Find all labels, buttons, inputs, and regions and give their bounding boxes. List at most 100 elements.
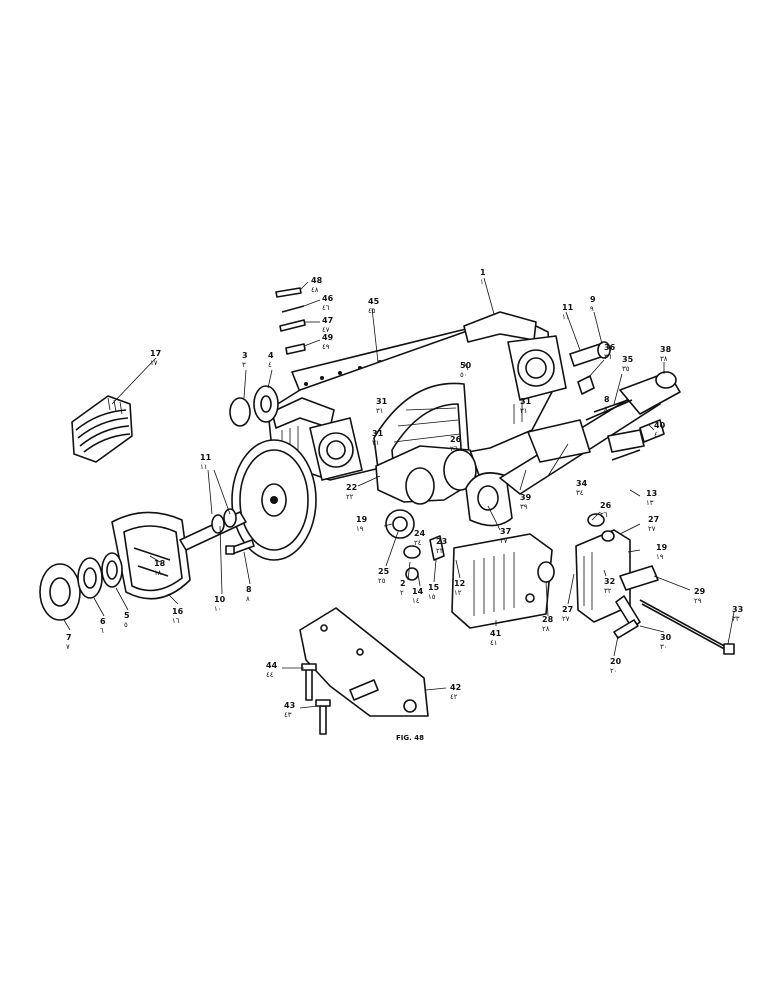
svg-text:١٨: ١٨ xyxy=(154,569,162,577)
svg-text:36: 36 xyxy=(604,343,616,352)
svg-text:25: 25 xyxy=(378,567,390,576)
callout-1: 1١ xyxy=(480,268,486,286)
svg-text:٣٢: ٣٢ xyxy=(604,587,612,595)
svg-text:40: 40 xyxy=(654,421,666,430)
part-crank-arm xyxy=(465,472,513,527)
svg-text:49: 49 xyxy=(322,333,334,342)
svg-text:١١: ١١ xyxy=(200,463,208,471)
svg-text:5: 5 xyxy=(124,611,130,620)
part-base-plate xyxy=(299,607,429,735)
svg-text:٤٣: ٤٣ xyxy=(284,711,292,719)
svg-text:11: 11 xyxy=(200,453,212,462)
part-front-pulley xyxy=(39,552,123,621)
svg-text:30: 30 xyxy=(660,633,672,642)
svg-text:33: 33 xyxy=(732,605,743,614)
svg-text:26: 26 xyxy=(450,435,462,444)
svg-text:31: 31 xyxy=(372,429,384,438)
svg-text:٨: ٨ xyxy=(246,595,250,603)
svg-text:٣٧: ٣٧ xyxy=(500,537,508,545)
part-bolt-small xyxy=(613,619,639,639)
svg-text:37: 37 xyxy=(500,527,511,536)
callout-4: 4٤ xyxy=(268,351,274,369)
svg-text:١٢: ١٢ xyxy=(454,589,462,597)
part-bolt xyxy=(225,539,255,555)
svg-text:١: ١ xyxy=(480,278,484,286)
svg-text:31: 31 xyxy=(376,397,388,406)
svg-text:٢٦: ٢٦ xyxy=(600,511,608,519)
svg-text:٣٩: ٣٩ xyxy=(520,503,528,511)
callout-8-left: 8٨ xyxy=(246,585,252,603)
svg-text:١٦: ١٦ xyxy=(172,617,180,625)
svg-text:٢٧: ٢٧ xyxy=(562,615,570,623)
svg-text:43: 43 xyxy=(284,701,295,710)
svg-text:٢٦: ٢٦ xyxy=(450,445,458,453)
svg-text:٣٠: ٣٠ xyxy=(660,643,668,651)
svg-text:28: 28 xyxy=(542,615,554,624)
svg-text:١٧: ١٧ xyxy=(150,359,158,367)
svg-text:6: 6 xyxy=(100,617,106,626)
svg-text:9: 9 xyxy=(590,295,596,304)
svg-text:42: 42 xyxy=(450,683,461,692)
svg-text:3: 3 xyxy=(242,351,248,360)
svg-text:39: 39 xyxy=(520,493,532,502)
part-spline-shaft xyxy=(179,508,247,551)
svg-text:19: 19 xyxy=(356,515,368,524)
svg-text:٢٨: ٢٨ xyxy=(542,625,550,633)
svg-text:١٤: ١٤ xyxy=(412,597,420,605)
svg-text:٢٠: ٢٠ xyxy=(610,667,618,675)
svg-text:٤٤: ٤٤ xyxy=(266,671,274,679)
svg-text:31: 31 xyxy=(520,397,532,406)
callout-9: 9٩ xyxy=(590,295,596,313)
svg-text:48: 48 xyxy=(311,276,323,285)
svg-text:٨: ٨ xyxy=(604,405,608,413)
callout-3: 3٣ xyxy=(242,351,248,369)
svg-text:41: 41 xyxy=(490,629,502,638)
svg-text:٤٢: ٤٢ xyxy=(450,693,458,701)
svg-text:٥: ٥ xyxy=(124,621,128,629)
part-shim-pack xyxy=(71,395,133,463)
svg-text:١٩: ١٩ xyxy=(656,553,664,561)
callout-8-right: 8٨ xyxy=(604,395,610,413)
svg-text:20: 20 xyxy=(610,657,622,666)
part-right-bracket xyxy=(575,429,659,629)
svg-text:34: 34 xyxy=(576,479,588,488)
svg-text:١٣: ١٣ xyxy=(646,499,654,507)
part-right-pins xyxy=(569,341,629,413)
svg-text:٢٤: ٢٤ xyxy=(414,539,422,547)
svg-text:٣٥: ٣٥ xyxy=(622,365,630,373)
svg-text:29: 29 xyxy=(694,587,706,596)
svg-text:٢: ٢ xyxy=(400,589,404,597)
svg-text:7: 7 xyxy=(66,633,72,642)
svg-text:27: 27 xyxy=(562,605,573,614)
svg-text:16: 16 xyxy=(172,607,184,616)
svg-text:٤٥: ٤٥ xyxy=(368,307,376,315)
svg-text:٤٦: ٤٦ xyxy=(322,304,330,312)
svg-text:23: 23 xyxy=(436,537,447,546)
